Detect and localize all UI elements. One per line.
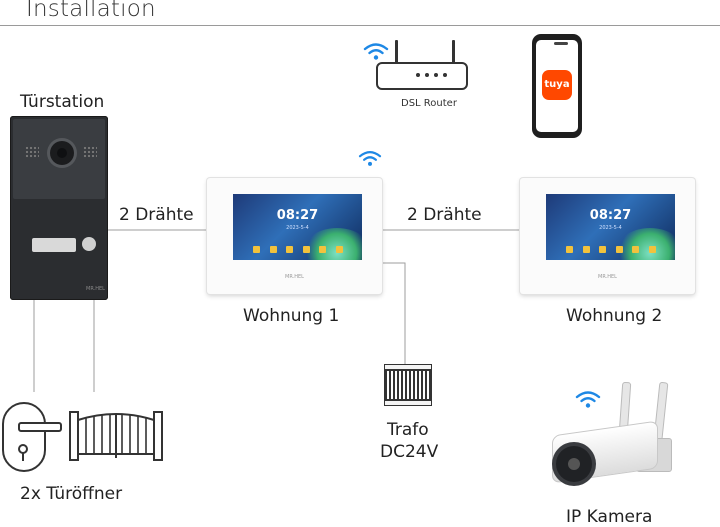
monitor2-date: 2023-5-4 [599,225,622,231]
smartphone-screen: tuya [536,40,578,132]
camera-wifi-icon [575,391,601,408]
ip-camera-label-suffix: Kamera [586,507,653,527]
monitor-wohnung-2: 08:27 2023-5-4 MR.HEL [520,178,695,294]
smartphone-notch [554,42,568,45]
monitor2-brand: MR.HEL [598,274,617,280]
connection-label-door-monitor1: 2 Drähte [119,205,194,225]
router-wifi-icon [363,43,389,60]
monitor1-screen: 08:27 2023-5-4 [233,194,362,260]
trafo-rail-top [384,364,432,370]
bell-button-icon [82,237,96,251]
door-station-camera-panel [13,119,105,199]
dsl-router [376,62,468,90]
door-station-label: Türstation [20,92,105,112]
door-station: MR.HEL [10,116,108,300]
keyhole-icon [18,444,28,461]
monitor1-app-icons [253,246,343,254]
door-lock-icon [2,402,62,472]
door-station-brand: MR.HEL [86,286,105,292]
monitor2-label: Wohnung 2 [566,306,663,326]
monitor1-wifi-icon [358,151,382,166]
gate-icon [69,411,163,461]
monitor1-date: 2023-5-4 [286,225,309,231]
page-title: Installation [26,0,156,22]
trafo-rail-bottom [384,400,432,406]
door-handle-icon [18,422,62,432]
monitor1-brand: MR.HEL [285,274,304,280]
router-status-lights [416,73,447,77]
ip-camera-label: IP Kamera [566,507,652,527]
ip-camera [540,380,690,500]
tuya-app-icon: tuya [542,70,572,100]
monitor2-screen: 08:27 2023-5-4 [546,194,675,260]
trafo-body [384,370,432,400]
trafo-icon [384,364,432,408]
title-divider [0,25,720,26]
name-plate [32,238,76,252]
monitor2-app-icons [566,246,656,254]
speaker-grill-left [25,146,39,158]
monitor1-time: 08:27 [276,208,319,223]
ip-camera-label-prefix: IP [566,507,582,527]
trafo-label: Trafo [387,420,429,440]
monitor-wohnung-1: 08:27 2023-5-4 MR.HEL [207,178,382,294]
connection-label-monitor1-monitor2: 2 Drähte [407,205,482,225]
router-label: DSL Router [401,98,457,109]
speaker-grill-right [83,146,97,158]
router-antenna-left [395,40,398,64]
door-openers-label: 2x Türöffner [20,484,123,504]
router-antenna-right [452,40,455,64]
smartphone: tuya [532,34,582,138]
trafo-voltage-label: DC24V [380,442,439,462]
door-camera-icon [50,141,74,165]
monitor2-time: 08:27 [589,208,632,223]
camera-lens-icon [556,446,592,482]
monitor1-label: Wohnung 1 [243,306,340,326]
